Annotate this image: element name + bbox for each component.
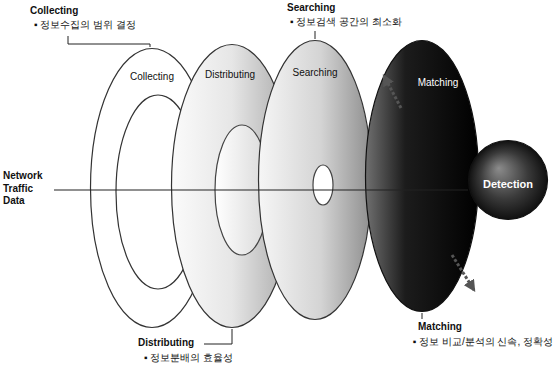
callout-heading: Collecting — [30, 5, 78, 18]
disk-outline — [259, 41, 372, 320]
dashed-arrow — [452, 255, 474, 290]
leader-line — [422, 313, 423, 319]
stage-disk: Matching — [365, 40, 479, 312]
stage-name: Matching — [418, 77, 459, 89]
callout-heading: Distributing — [138, 337, 194, 350]
callout-note: ▪ 정보검색 공간의 최소화 — [290, 16, 402, 29]
disk-shape — [258, 40, 372, 320]
callout-note: ▪ 정보 비교/분석의 신속, 정확성 — [413, 336, 553, 349]
label-holder: Collecting — [30, 5, 78, 18]
leader-line — [315, 31, 316, 39]
stage-name: Distributing — [205, 69, 255, 81]
inner-ring — [313, 165, 333, 205]
label-holder: Network Traffic Data — [3, 170, 51, 208]
label-holder: Distributing — [138, 337, 194, 350]
stage-name: Searching — [292, 67, 337, 79]
detection-sphere: Detection — [468, 140, 548, 220]
disk-outline — [469, 141, 548, 220]
label-holder: Searching — [287, 2, 335, 15]
callout-heading: Network Traffic Data — [3, 170, 51, 208]
callout-note: ▪ 정보분배의 효율성 — [144, 352, 233, 365]
stage-name: Detection — [483, 178, 533, 191]
callout-heading: Searching — [287, 2, 335, 15]
leader-line — [204, 329, 232, 344]
leader-line — [68, 36, 150, 47]
label-holder: ▪ 정보 비교/분석의 신속, 정확성 — [413, 336, 553, 349]
label-holder: Matching — [418, 321, 462, 334]
disk-outline — [366, 41, 479, 312]
traffic-line — [54, 189, 468, 190]
stage-name: Collecting — [130, 71, 174, 83]
label-holder: ▪ 정보분배의 효율성 — [144, 352, 233, 365]
stage-disk: Searching — [258, 40, 372, 320]
label-holder: ▪ 정보검색 공간의 최소화 — [290, 16, 402, 29]
label-holder: ▪ 정보수집의 범위 결정 — [34, 19, 136, 32]
dashed-arrow — [384, 76, 401, 108]
callout-heading: Matching — [418, 321, 462, 334]
callout-note: ▪ 정보수집의 범위 결정 — [34, 19, 136, 32]
